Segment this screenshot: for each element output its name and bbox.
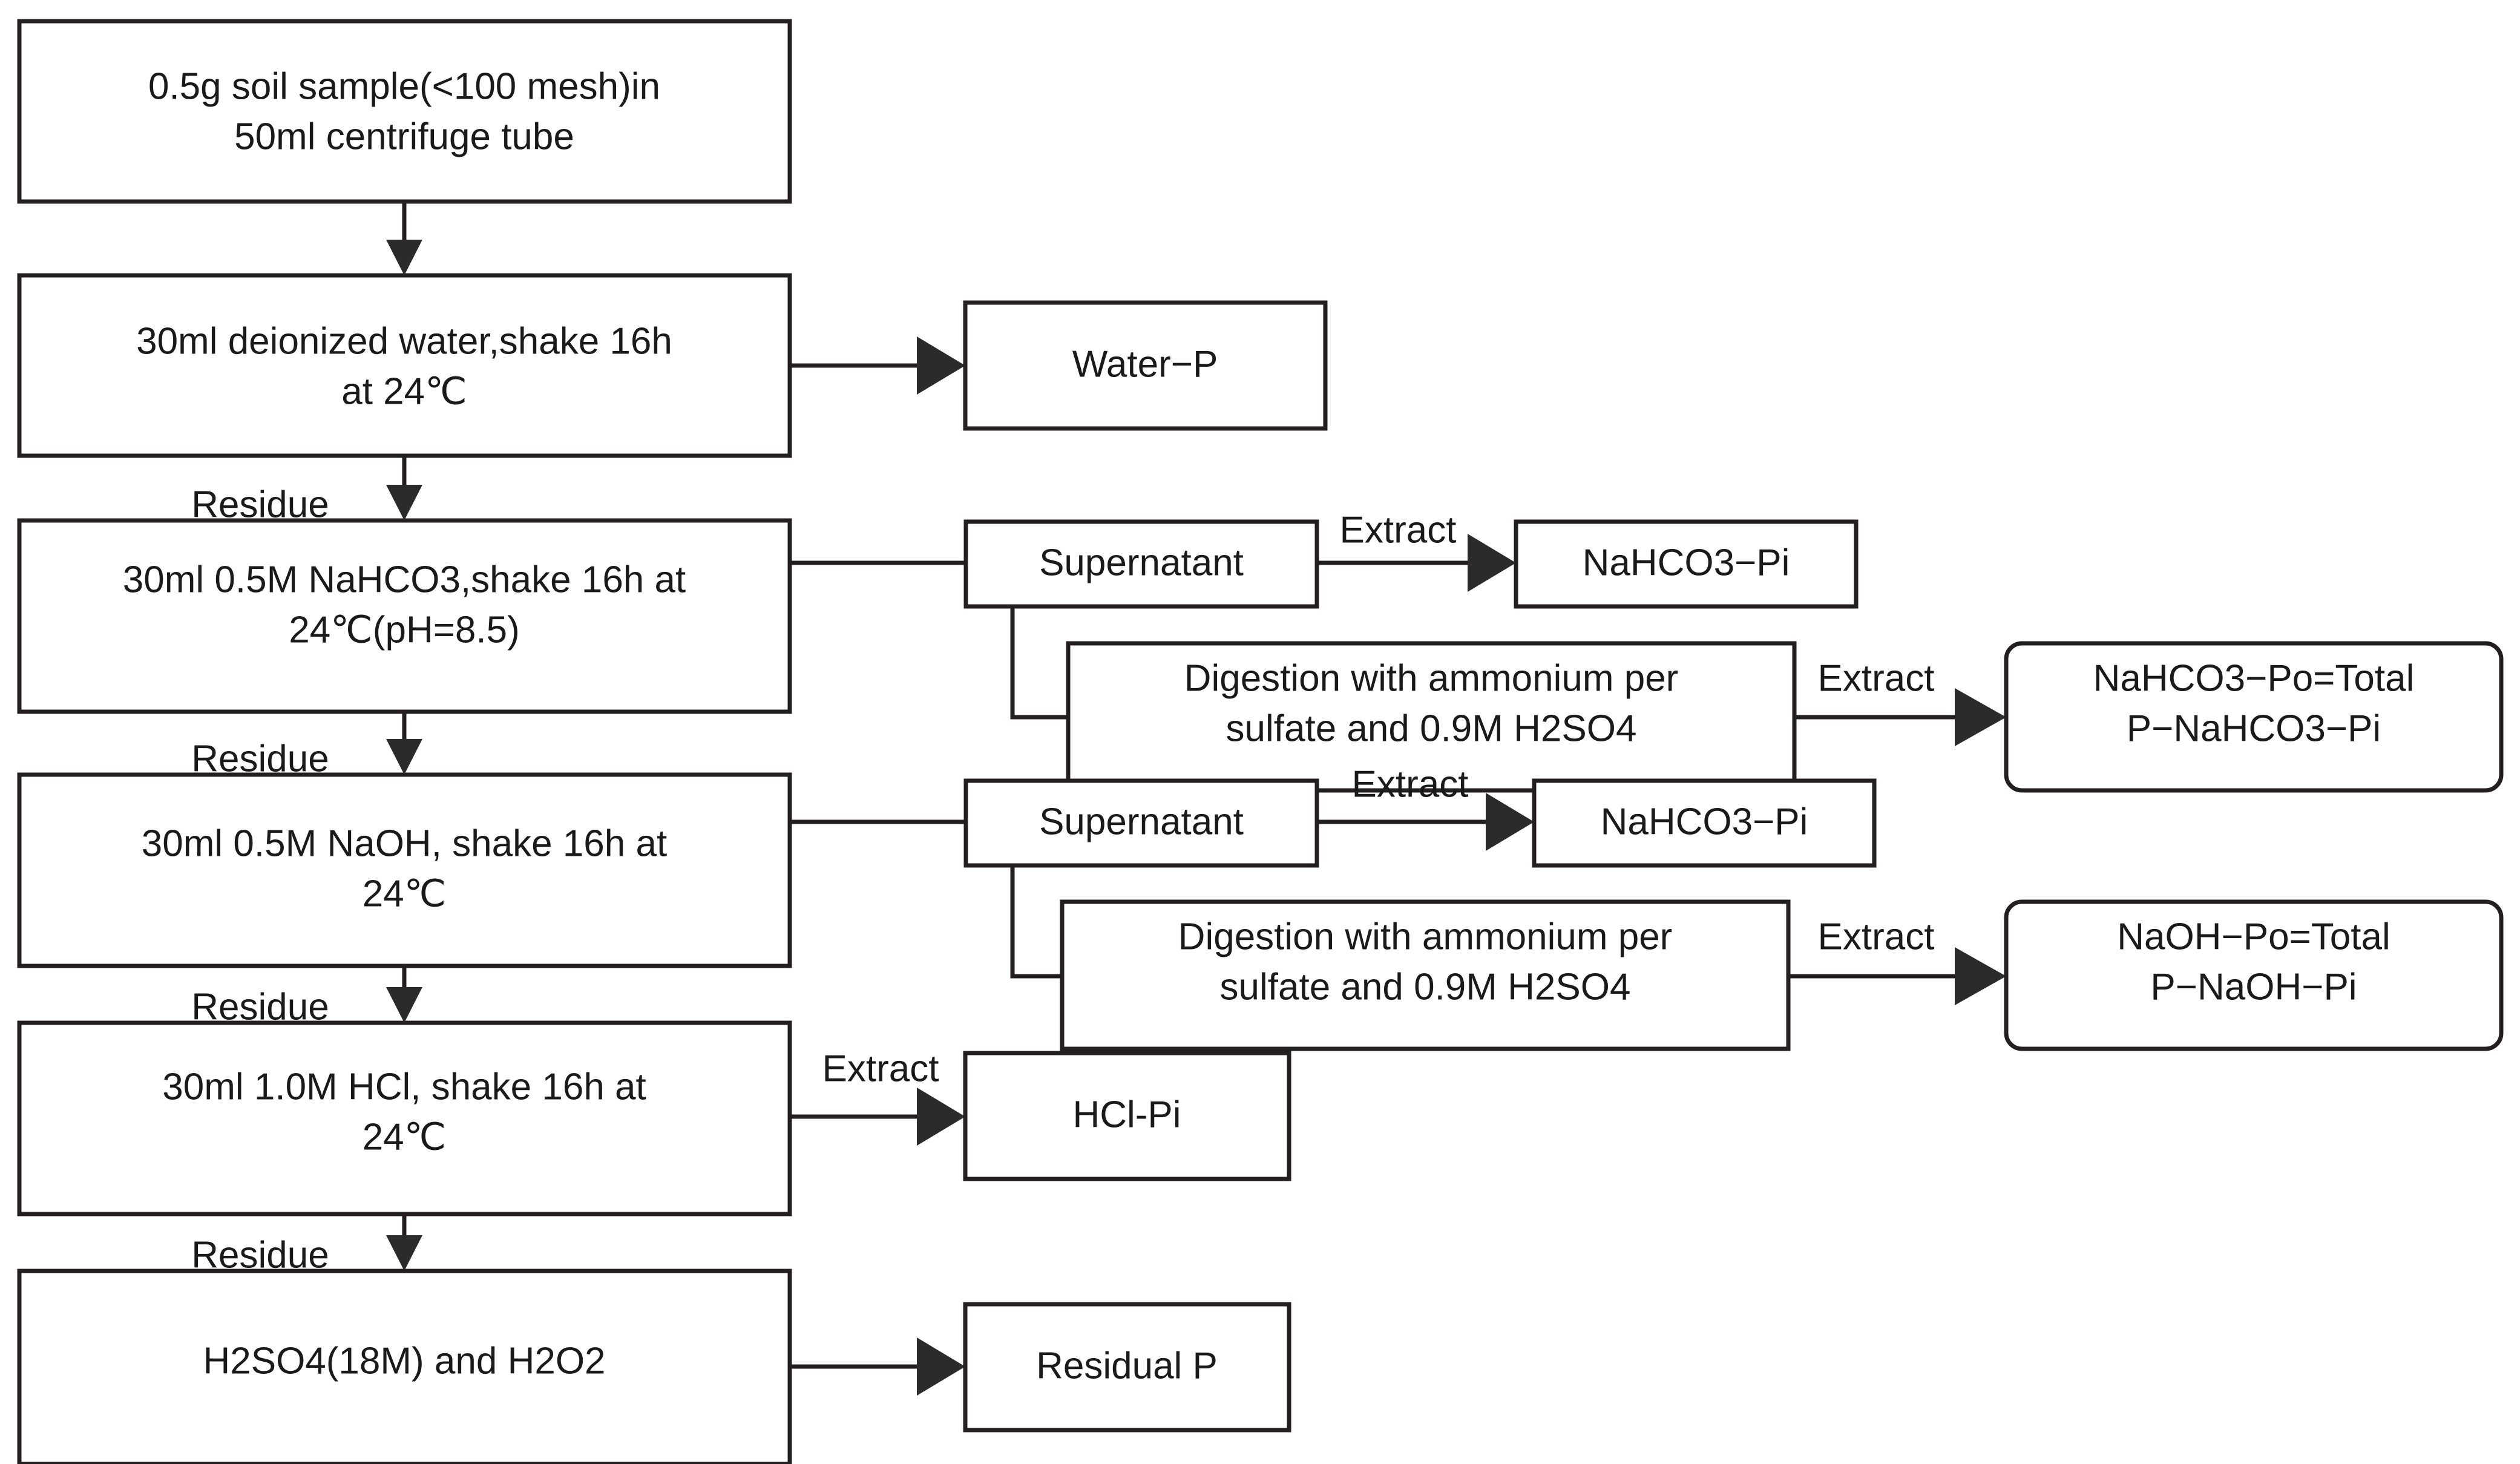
edge-hcl-to-hclpi: Extract: [790, 1048, 965, 1146]
node-residual-p[interactable]: Residual P: [963, 1302, 1291, 1433]
edge-supernatant2-to-digestion2: [1010, 865, 1062, 979]
node-residual-p-label: Residual P: [1036, 1345, 1218, 1387]
edge-naoh-to-hcl: Residue: [191, 966, 422, 1028]
edge-supernatant2-to-nahco3pi2: Extract: [1317, 763, 1534, 851]
node-soil-sample-line1: 0.5g soil sample(<100 mesh)in: [148, 65, 660, 107]
edge-h2so4-to-residualp: [790, 1338, 965, 1396]
node-naoh-po-line2: P−NaOH−Pi: [2150, 966, 2357, 1008]
edge-hcl-to-h2so4: Residue: [191, 1214, 422, 1276]
edge-soil-to-water: [386, 202, 422, 275]
edge-digestion1-to-nahco3po: Extract: [1794, 657, 2006, 746]
node-nahco3-step-line2: 24℃(pH=8.5): [289, 609, 520, 651]
node-nahco3-po-line1: NaHCO3−Po=Total: [2093, 657, 2415, 699]
edge-label-extract-naoh-po: Extract: [1818, 916, 1935, 957]
node-naoh-step[interactable]: 30ml 0.5M NaOH, shake 16h at 24℃: [17, 772, 792, 968]
node-digestion-2-line2: sulfate and 0.9M H2SO4: [1220, 966, 1631, 1008]
node-h2so4-step-line1: H2SO4(18M) and H2O2: [203, 1340, 605, 1382]
node-hcl-step[interactable]: 30ml 1.0M HCl, shake 16h at 24℃: [17, 1020, 792, 1216]
node-nahco3-pi-2-label: NaHCO3−Pi: [1601, 801, 1808, 842]
node-hcl-step-line1: 30ml 1.0M HCl, shake 16h at: [162, 1066, 646, 1108]
node-nahco3-po-line2: P−NaHCO3−Pi: [2127, 707, 2381, 749]
node-water-step-line2: at 24℃: [341, 370, 467, 412]
edge-label-residue-1: Residue: [191, 484, 329, 525]
node-nahco3-pi-2[interactable]: NaHCO3−Pi: [1532, 778, 1877, 868]
node-nahco3-step-line1: 30ml 0.5M NaHCO3,shake 16h at: [123, 559, 686, 600]
edge-supernatant1-to-digestion1: [1010, 606, 1068, 720]
node-nahco3-step[interactable]: 30ml 0.5M NaHCO3,shake 16h at 24℃(pH=8.5…: [17, 518, 792, 714]
edge-label-extract-naoh-pi: Extract: [1352, 763, 1469, 805]
node-supernatant-2-label: Supernatant: [1039, 801, 1244, 842]
node-nahco3-pi-1[interactable]: NaHCO3−Pi: [1514, 519, 1859, 609]
edge-label-residue-3: Residue: [191, 986, 329, 1028]
node-soil-sample-line2: 50ml centrifuge tube: [234, 116, 574, 157]
node-naoh-po-line1: NaOH−Po=Total: [2117, 916, 2390, 957]
node-water-step[interactable]: 30ml deionized water,shake 16h at 24℃: [17, 273, 792, 458]
node-nahco3-pi-1-label: NaHCO3−Pi: [1583, 542, 1790, 583]
edge-label-extract-hcl: Extract: [822, 1048, 939, 1089]
edge-water-to-waterp: [790, 336, 965, 395]
node-soil-sample[interactable]: 0.5g soil sample(<100 mesh)in 50ml centr…: [17, 19, 792, 204]
node-h2so4-step[interactable]: H2SO4(18M) and H2O2: [17, 1269, 792, 1464]
edge-water-to-nahco3: Residue: [191, 456, 422, 525]
edge-label-extract-nahco3-pi: Extract: [1340, 509, 1457, 551]
node-naoh-step-line2: 24℃: [363, 873, 447, 914]
node-digestion-2-line1: Digestion with ammonium per: [1178, 916, 1673, 957]
edge-nahco3-to-naoh: Residue: [191, 712, 422, 780]
node-digestion-2[interactable]: Digestion with ammonium per sulfate and …: [1060, 899, 1791, 1051]
node-supernatant-1[interactable]: Supernatant: [963, 519, 1319, 609]
node-hcl-step-line2: 24℃: [363, 1116, 447, 1158]
node-digestion-1-line2: sulfate and 0.9M H2SO4: [1226, 707, 1637, 749]
edge-digestion2-to-naohpo: Extract: [1788, 916, 2006, 1005]
node-hcl-pi[interactable]: HCl-Pi: [963, 1051, 1291, 1181]
node-digestion-1[interactable]: Digestion with ammonium per sulfate and …: [1066, 641, 1797, 793]
node-nahco3-po[interactable]: NaHCO3−Po=Total P−NaHCO3−Pi: [2004, 641, 2504, 793]
node-naoh-po[interactable]: NaOH−Po=Total P−NaOH−Pi: [2004, 899, 2504, 1051]
node-supernatant-1-label: Supernatant: [1039, 542, 1244, 583]
node-hcl-pi-label: HCl-Pi: [1072, 1094, 1181, 1135]
node-water-p[interactable]: Water−P: [963, 300, 1328, 431]
edge-supernatant1-to-nahco3pi: Extract: [1317, 509, 1516, 592]
edge-label-residue-2: Residue: [191, 738, 329, 780]
node-water-p-label: Water−P: [1072, 343, 1218, 385]
node-naoh-step-line1: 30ml 0.5M NaOH, shake 16h at: [142, 822, 667, 864]
node-digestion-1-line1: Digestion with ammonium per: [1184, 657, 1679, 699]
edge-label-extract-nahco3-po: Extract: [1818, 657, 1935, 699]
node-supernatant-2[interactable]: Supernatant: [963, 778, 1319, 868]
node-water-step-line1: 30ml deionized water,shake 16h: [136, 320, 672, 362]
edge-label-residue-4: Residue: [191, 1234, 329, 1276]
